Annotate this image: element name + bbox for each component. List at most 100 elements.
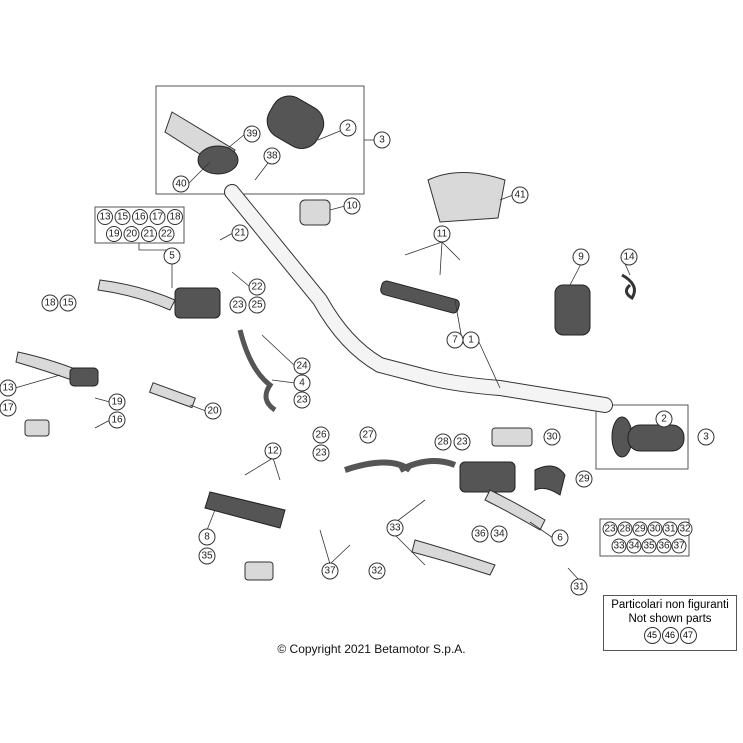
part-callout-11: 11 xyxy=(433,225,451,243)
part-callout-39: 39 xyxy=(243,125,261,143)
part-17-block xyxy=(24,419,50,437)
svg-text:14: 14 xyxy=(623,252,635,263)
part-20-spring xyxy=(148,382,196,409)
svg-text:1: 1 xyxy=(468,335,474,346)
part-callout-18: 18 xyxy=(41,294,59,312)
svg-text:6: 6 xyxy=(557,533,563,544)
svg-text:22: 22 xyxy=(251,282,263,293)
part-callout-24: 24 xyxy=(293,357,311,375)
svg-text:41: 41 xyxy=(514,190,526,201)
part-callout-17: 17 xyxy=(0,399,17,417)
svg-text:32: 32 xyxy=(679,524,691,535)
svg-text:18: 18 xyxy=(44,298,56,309)
part-callout-20: 20 xyxy=(123,226,140,242)
part-callout-30: 30 xyxy=(543,428,561,446)
part-callout-15: 15 xyxy=(59,294,77,312)
svg-text:28: 28 xyxy=(619,524,631,535)
svg-text:36: 36 xyxy=(658,541,670,552)
part-callout-28: 28 xyxy=(617,521,633,537)
part-callout: 47 xyxy=(679,627,697,644)
part-callout-19: 19 xyxy=(108,393,126,411)
part-callout-32: 32 xyxy=(677,521,693,537)
part-callout-29: 29 xyxy=(632,521,648,537)
svg-text:20: 20 xyxy=(126,229,138,240)
front-lever-33 xyxy=(411,539,496,576)
part-callout-34: 34 xyxy=(626,538,642,554)
clutch-master-cylinder xyxy=(174,287,221,319)
svg-text:32: 32 xyxy=(371,566,383,577)
lower-clamp xyxy=(204,491,286,529)
svg-text:2: 2 xyxy=(345,123,351,134)
part-callout-7: 7 xyxy=(446,331,464,349)
part-callout-5: 5 xyxy=(163,247,181,265)
part-callout-12: 12 xyxy=(264,442,282,460)
part-callout-1: 1 xyxy=(462,331,480,349)
note-line-english: Not shown parts xyxy=(628,613,712,625)
svg-text:24: 24 xyxy=(296,361,308,372)
part-callout-23: 23 xyxy=(453,433,471,451)
svg-text:2: 2 xyxy=(661,414,667,425)
svg-text:12: 12 xyxy=(267,446,279,457)
svg-text:13: 13 xyxy=(99,212,111,223)
svg-text:20: 20 xyxy=(207,406,219,417)
part-callout-31: 31 xyxy=(662,521,678,537)
part-callout-23: 23 xyxy=(312,444,330,462)
svg-text:35: 35 xyxy=(643,541,655,552)
right-grip xyxy=(611,416,685,458)
svg-text:28: 28 xyxy=(437,437,449,448)
part-callout-4: 4 xyxy=(293,374,311,392)
part-callout-36: 36 xyxy=(656,538,672,554)
part-callout-20: 20 xyxy=(204,402,222,420)
svg-text:3: 3 xyxy=(703,432,709,443)
part-callout-37: 37 xyxy=(321,562,339,580)
upper-clamp xyxy=(380,280,460,314)
part-callout-22: 22 xyxy=(248,278,266,296)
svg-text:31: 31 xyxy=(664,524,676,535)
svg-text:39: 39 xyxy=(246,129,258,140)
svg-text:30: 30 xyxy=(546,432,558,443)
part-callout: 46 xyxy=(661,627,679,644)
lever-bracket xyxy=(69,367,99,387)
part-callout-36: 36 xyxy=(471,525,489,543)
part-29-clip xyxy=(534,465,566,496)
part-callout-2: 2 xyxy=(339,119,357,137)
svg-text:5: 5 xyxy=(169,251,175,262)
svg-text:16: 16 xyxy=(134,212,146,223)
part-callout-13: 13 xyxy=(97,209,113,225)
switch-10 xyxy=(299,199,331,226)
svg-text:31: 31 xyxy=(573,582,585,593)
note-line-italian: Particolari non figuranti xyxy=(611,599,729,611)
part-callout-19: 19 xyxy=(106,226,122,242)
svg-text:23: 23 xyxy=(296,395,308,406)
part-callout-40: 40 xyxy=(172,175,190,193)
part-callout-22: 22 xyxy=(158,226,175,242)
copyright-text: © Copyright 2021 Betamotor S.p.A. xyxy=(277,642,466,656)
svg-text:7: 7 xyxy=(452,335,458,346)
leader-lines xyxy=(14,130,631,581)
svg-text:10: 10 xyxy=(346,201,358,212)
svg-text:23: 23 xyxy=(456,437,468,448)
svg-text:16: 16 xyxy=(111,415,123,426)
clutch-hose xyxy=(237,329,277,413)
svg-text:26: 26 xyxy=(315,430,327,441)
svg-text:21: 21 xyxy=(143,229,155,240)
part-callout-35: 35 xyxy=(198,547,216,565)
svg-text:33: 33 xyxy=(389,523,401,534)
part-callout-33: 33 xyxy=(386,519,404,537)
part-callout-31: 31 xyxy=(570,578,588,596)
svg-text:23: 23 xyxy=(604,524,616,535)
svg-text:35: 35 xyxy=(201,551,213,562)
part-callout-32: 32 xyxy=(368,562,386,580)
part-callout: 45 xyxy=(643,627,661,644)
part-callout-18: 18 xyxy=(167,209,183,225)
svg-text:18: 18 xyxy=(169,212,181,223)
svg-text:40: 40 xyxy=(175,179,187,190)
svg-text:19: 19 xyxy=(111,397,123,408)
part-callout-10: 10 xyxy=(343,197,361,215)
svg-text:34: 34 xyxy=(628,541,640,552)
svg-text:3: 3 xyxy=(379,135,385,146)
part-callout-23: 23 xyxy=(293,391,311,409)
part-callout-35: 35 xyxy=(641,538,657,554)
brake-lever xyxy=(484,489,546,531)
svg-text:37: 37 xyxy=(324,566,336,577)
